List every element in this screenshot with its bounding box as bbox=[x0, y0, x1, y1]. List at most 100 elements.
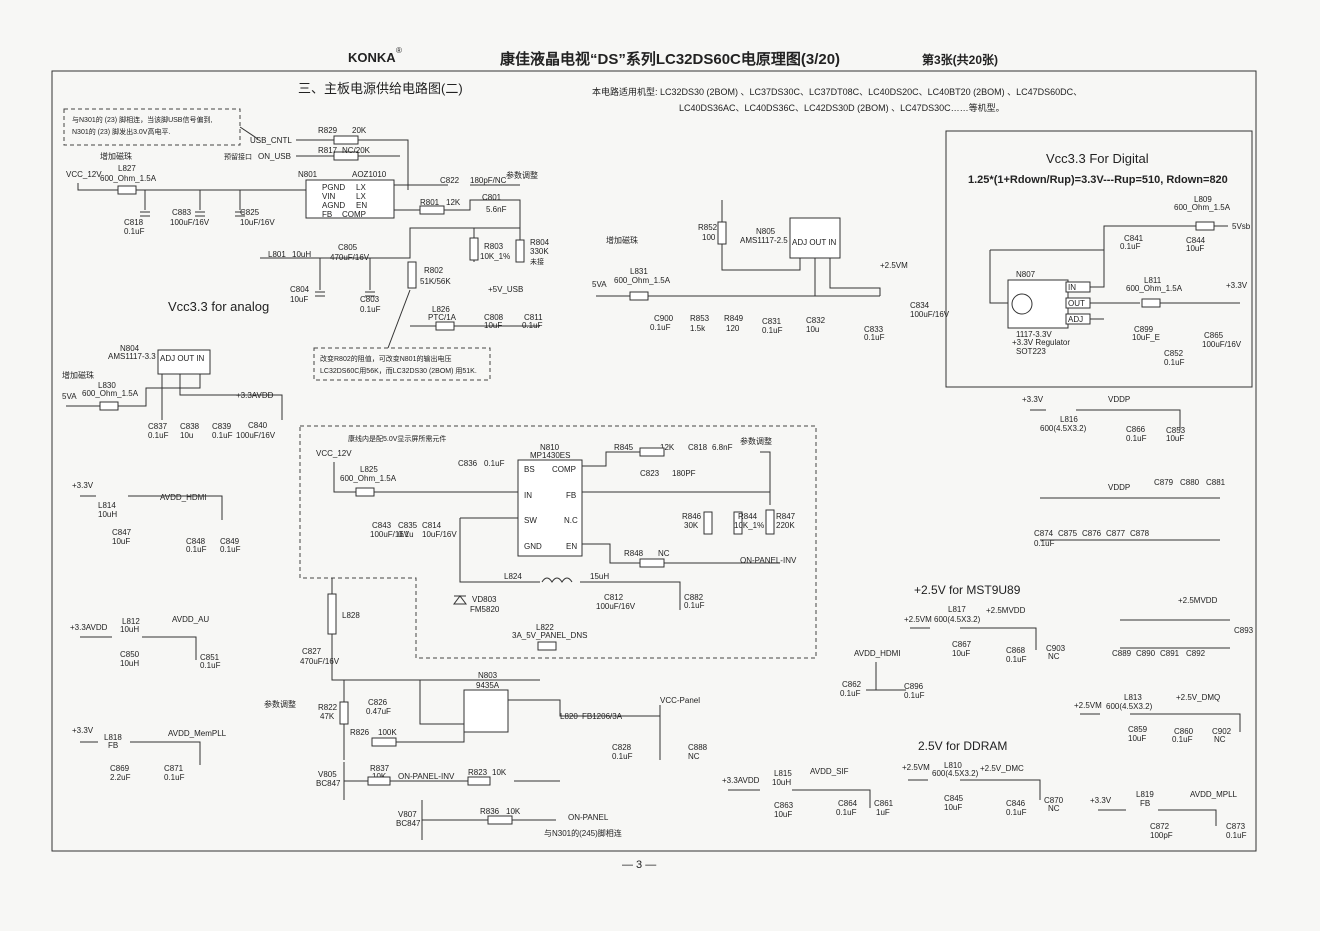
n807-pin-adj: ADJ bbox=[1068, 315, 1083, 324]
label-c850: C850 bbox=[120, 650, 140, 659]
value-l814: 10uH bbox=[98, 510, 117, 519]
n807-pin-in: IN bbox=[1068, 283, 1076, 292]
value-c867: 10uF bbox=[952, 649, 970, 658]
label-c878: C878 bbox=[1130, 529, 1150, 538]
value-r817: NC/20K bbox=[342, 146, 371, 155]
net-3v3avdd-c: +3.3AVDD bbox=[722, 776, 760, 785]
net-3v3avdd-b: +3.3AVDD bbox=[70, 623, 108, 632]
n810-pin-in: IN bbox=[524, 491, 532, 500]
dashed-panel-area bbox=[299, 425, 817, 659]
net-3v3-c: +3.3V bbox=[1226, 281, 1248, 290]
value-c896: 0.1uF bbox=[904, 691, 925, 700]
part-n801: AOZ1010 bbox=[352, 170, 387, 179]
value-r823: 10K bbox=[492, 768, 507, 777]
label-c868: C868 bbox=[1006, 646, 1026, 655]
net-2v5-dmq: +2.5V_DMQ bbox=[1176, 693, 1220, 702]
value-c837: 0.1uF bbox=[148, 431, 169, 440]
n801-pin-comp: COMP bbox=[342, 210, 366, 219]
net-2v5mvdd: +2.5MVDD bbox=[986, 606, 1026, 615]
value-c804: 10uF bbox=[290, 295, 308, 304]
value-c864: 0.1uF bbox=[836, 808, 857, 817]
net-on-panel-inv: ON-PANEL-INV bbox=[740, 556, 797, 565]
label-c888: C888 bbox=[688, 743, 708, 752]
net-vddp-b: VDDP bbox=[1108, 483, 1130, 492]
label-r803: R803 bbox=[484, 242, 504, 251]
label-c831: C831 bbox=[762, 317, 782, 326]
label-c828: C828 bbox=[612, 743, 632, 752]
label-c838: C838 bbox=[180, 422, 200, 431]
label-l828: L828 bbox=[342, 611, 360, 620]
label-c872: C872 bbox=[1150, 822, 1170, 831]
value-c849: 0.1uF bbox=[220, 545, 241, 554]
page-footer-number: — 3 — bbox=[622, 859, 656, 871]
value-r836: 10K bbox=[506, 807, 521, 816]
label-c866: C866 bbox=[1126, 425, 1146, 434]
value-c805: 470uF/16V bbox=[330, 253, 370, 262]
label-r802: R802 bbox=[424, 266, 444, 275]
label-l815: L815 bbox=[774, 769, 792, 778]
n810-pin-fb: FB bbox=[566, 491, 576, 500]
n805-regulator-block: R852 100 N805 AMS1117-2.5 ADJ OUT IN 增加磁… bbox=[592, 200, 950, 342]
n807-desc1: 1117-3.3V bbox=[1016, 330, 1052, 339]
value-c818: 0.1uF bbox=[124, 227, 145, 236]
value-c870: NC bbox=[1048, 804, 1060, 813]
note-dashed-area: 康线内是配5.0V显示屏所需元件 bbox=[348, 434, 446, 443]
section-title-vcc33-analog: Vcc3.3 for analog bbox=[168, 299, 269, 314]
value-c902: NC bbox=[1214, 735, 1226, 744]
value-l809: 600_Ohm_1.5A bbox=[1174, 203, 1231, 212]
label-c867: C867 bbox=[952, 640, 972, 649]
value-c818b: 6.8nF bbox=[712, 443, 733, 452]
net-avdd-mempll: AVDD_MemPLL bbox=[168, 729, 227, 738]
value-r826: 100K bbox=[378, 728, 397, 737]
label-c804: C804 bbox=[290, 285, 310, 294]
n810-pin-gnd: GND bbox=[524, 542, 542, 551]
note-add-bead: 增加磁珠 bbox=[100, 151, 132, 161]
net-avdd-au: AVDD_AU bbox=[172, 615, 209, 624]
label-l822: L822 bbox=[536, 623, 554, 632]
mst-filters: +2.5V for MST9U89 +2.5VM L817 600(4.5X3.… bbox=[840, 583, 1254, 744]
label-c859: C859 bbox=[1128, 725, 1148, 734]
label-n803: N803 bbox=[478, 671, 498, 680]
value-c803: 0.1uF bbox=[360, 305, 381, 314]
label-c876: C876 bbox=[1082, 529, 1102, 538]
n804-pins: ADJ OUT IN bbox=[160, 354, 205, 363]
value-c873: 0.1uF bbox=[1226, 831, 1247, 840]
label-r804: R804 bbox=[530, 238, 550, 247]
label-c825: C825 bbox=[240, 208, 260, 217]
label-c843: C843 bbox=[372, 521, 392, 530]
label-l830: L830 bbox=[98, 381, 116, 390]
value-c863: 10uF bbox=[774, 810, 792, 819]
value-c831: 0.1uF bbox=[762, 326, 783, 335]
value-r802: 51K/56K bbox=[420, 277, 451, 286]
n801-pin-pgnd: PGND bbox=[322, 183, 345, 192]
label-l831: L831 bbox=[630, 267, 648, 276]
section-title-vcc33-digital: Vcc3.3 For Digital bbox=[1046, 151, 1149, 166]
label-c814: C814 bbox=[422, 521, 442, 530]
net-3a-5v-panel: 3A_5V_PANEL_DNS bbox=[512, 631, 587, 640]
drawing-frame bbox=[51, 70, 1257, 852]
n807-pin-out: OUT bbox=[1068, 299, 1085, 308]
label-l824: L824 bbox=[504, 572, 522, 581]
label-c832: C832 bbox=[806, 316, 826, 325]
net-3v3-a: +3.3V bbox=[72, 481, 94, 490]
label-c835: C835 bbox=[398, 521, 418, 530]
label-n810: N810 bbox=[540, 443, 560, 452]
digital-box bbox=[945, 130, 1253, 388]
value-l810: 600(4.5X3.2) bbox=[932, 769, 979, 778]
section-title-mst: +2.5V for MST9U89 bbox=[914, 583, 1021, 597]
label-c890: C890 bbox=[1136, 649, 1156, 658]
value-c861: 1uF bbox=[876, 808, 890, 817]
label-l813: L813 bbox=[1124, 693, 1142, 702]
value-c832: 10u bbox=[806, 325, 819, 334]
value-c882: 0.1uF bbox=[684, 601, 705, 610]
label-c847: C847 bbox=[112, 528, 132, 537]
section-title-main-power: 三、主板电源供给电路图(二) bbox=[298, 81, 463, 96]
value-c848: 0.1uF bbox=[186, 545, 207, 554]
label-c862: C862 bbox=[842, 680, 862, 689]
ddram-filters: 2.5V for DDRAM +3.3AVDD L815 10uH AVDD_S… bbox=[722, 739, 1247, 840]
label-l818: L818 bbox=[104, 733, 122, 742]
label-r852: R852 bbox=[698, 223, 718, 232]
applicable-models-line2: LC40DS36AC、LC40DS36C、LC42DS30D (2BOM) 、L… bbox=[679, 102, 1005, 113]
net-vcc-panel: VCC-Panel bbox=[660, 696, 700, 705]
value-r852: 100 bbox=[702, 233, 716, 242]
